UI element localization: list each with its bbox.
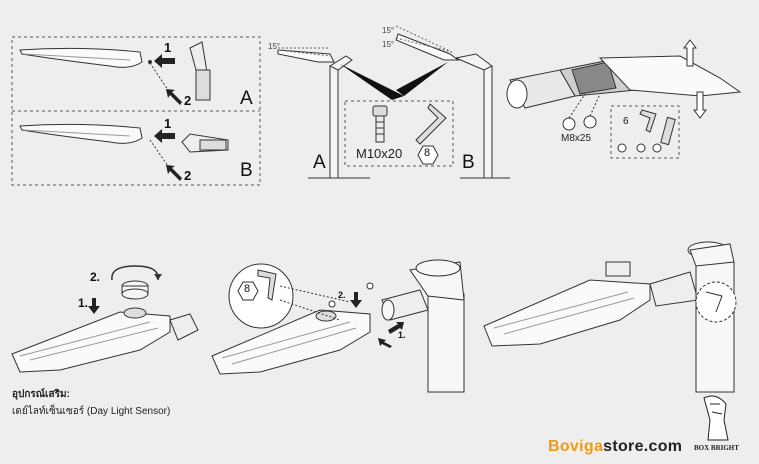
hex-size-8-badge (417, 145, 439, 165)
detail-zoom-final (695, 281, 737, 323)
callout-wedge-a (340, 64, 404, 100)
brand-part-1: Boviga (548, 438, 604, 455)
mount-step-2: 2. (338, 290, 346, 300)
label-b: B (240, 160, 253, 181)
luminaire-sensor (11, 307, 199, 373)
sensor-step-1: 1. (78, 296, 89, 310)
bolt-m10-icon (372, 105, 388, 143)
bolt-m10-label: M10x20 (356, 146, 403, 161)
step-a-1: 1 (164, 40, 172, 55)
accessory-sensor: เดย์ไลท์เซ็นเซอร์ (Day Light Sensor) (12, 406, 171, 417)
arrow-down-sensor (88, 298, 100, 314)
step-a-2: 2 (184, 93, 192, 108)
pole-mount (381, 259, 465, 393)
luminaire-a (19, 47, 152, 68)
arrow-b-1 (154, 129, 175, 143)
pole-final (687, 241, 735, 393)
hex-8-label: 8 (424, 147, 431, 159)
bolt-callout-1 (562, 117, 576, 131)
luminaire-b (19, 123, 143, 144)
arrow-left-mount (378, 338, 392, 348)
callout-wedge-b (396, 62, 448, 96)
accessory-title: อุปกรณ์เสริม: (12, 389, 70, 400)
hex-key-icon (415, 103, 447, 145)
arrow-b-2 (166, 165, 182, 181)
detail-zoom-circle (228, 263, 294, 329)
mount-step-1: 1. (398, 330, 406, 340)
angle-b1: 15° (382, 26, 395, 35)
washer-3-icon (652, 143, 662, 153)
tool-box (344, 100, 454, 167)
bolt-m8-icon (660, 116, 676, 146)
angle-b2: 15° (382, 40, 395, 49)
arrow-a-1 (154, 54, 175, 68)
label-a: A (240, 88, 253, 109)
pole-b (454, 53, 510, 179)
arrow-up-right-mount (388, 322, 404, 334)
arrow-down-mount (350, 292, 362, 308)
washer-1-icon (617, 143, 627, 153)
luminaire-pole-b (395, 33, 460, 61)
step-b-1: 1 (164, 116, 172, 131)
angle-a: 15° (268, 42, 281, 51)
pole-a (308, 55, 370, 179)
pole-label-a: A (313, 152, 326, 173)
hex-key-6-icon (639, 109, 657, 133)
brand-part-2: store.com (603, 438, 683, 455)
brand-url[interactable]: Bovigastore.com (548, 438, 682, 456)
box-bright-logo-text: BOX BRIGHT (694, 444, 739, 452)
bracket-a (189, 41, 211, 101)
rotate-arrow-down (693, 91, 707, 119)
sensor-step-2: 2. (90, 270, 101, 284)
luminaire-final (483, 261, 699, 347)
sensor-cap (121, 280, 149, 300)
box-bright-logo-icon (703, 395, 729, 441)
bolt-m8-label: M8x25 (561, 133, 592, 144)
pole-label-b: B (462, 152, 475, 173)
bolt-callout-2 (583, 115, 597, 129)
rotate-sensor-icon (111, 265, 159, 281)
bracket-b (181, 133, 229, 153)
bracket-assembly (506, 55, 742, 109)
luminaire-mount (211, 309, 371, 375)
mount-hex-8-label: 8 (244, 283, 251, 295)
washer-2-icon (636, 143, 646, 153)
hex-size-8-badge-2 (237, 281, 259, 301)
arrow-a-2 (166, 89, 182, 105)
step-b-2: 2 (184, 168, 192, 183)
rotate-arrow-up (683, 39, 697, 67)
hex-6-label: 6 (623, 116, 629, 127)
luminaire-pole-a (277, 49, 335, 63)
